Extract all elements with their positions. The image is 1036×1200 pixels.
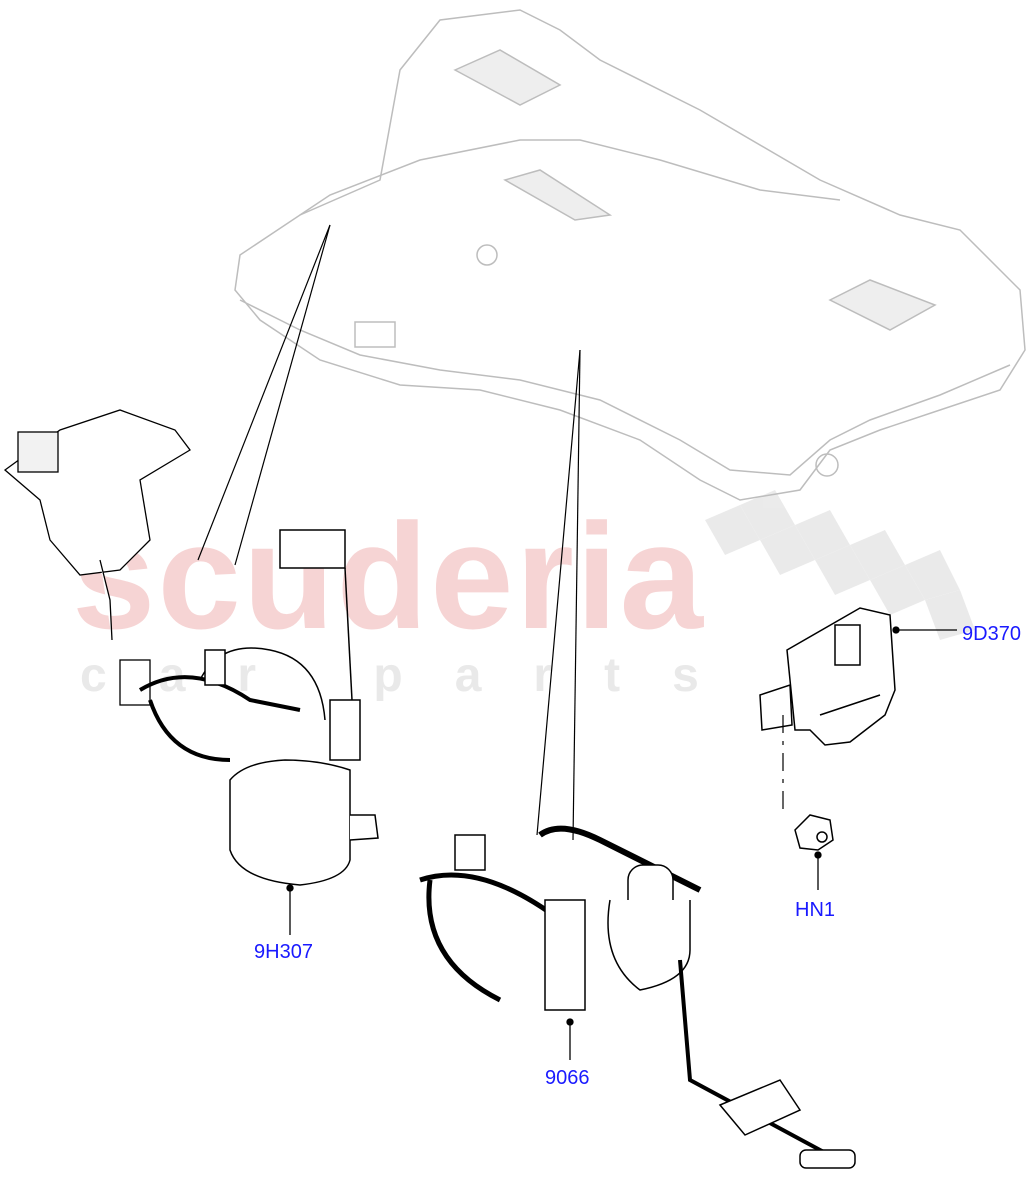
fuel-pump-9h307 (138, 529, 379, 886)
callout-9d370[interactable]: 9D370 (962, 623, 1021, 645)
fuel-tank (234, 9, 1026, 501)
callout-leaders (286, 626, 957, 1060)
watermark-flag (705, 490, 975, 640)
control-module-9d370 (759, 607, 896, 746)
callout-9066[interactable]: 9066 (545, 1067, 590, 1089)
nut-hn1 (794, 814, 834, 851)
callout-hn1[interactable]: HN1 (795, 899, 836, 921)
fuel-level-sender-9066 (419, 825, 856, 1169)
leader-lines (197, 224, 581, 841)
pump-flange (3, 409, 191, 706)
callout-9h307[interactable]: 9H307 (254, 941, 313, 963)
